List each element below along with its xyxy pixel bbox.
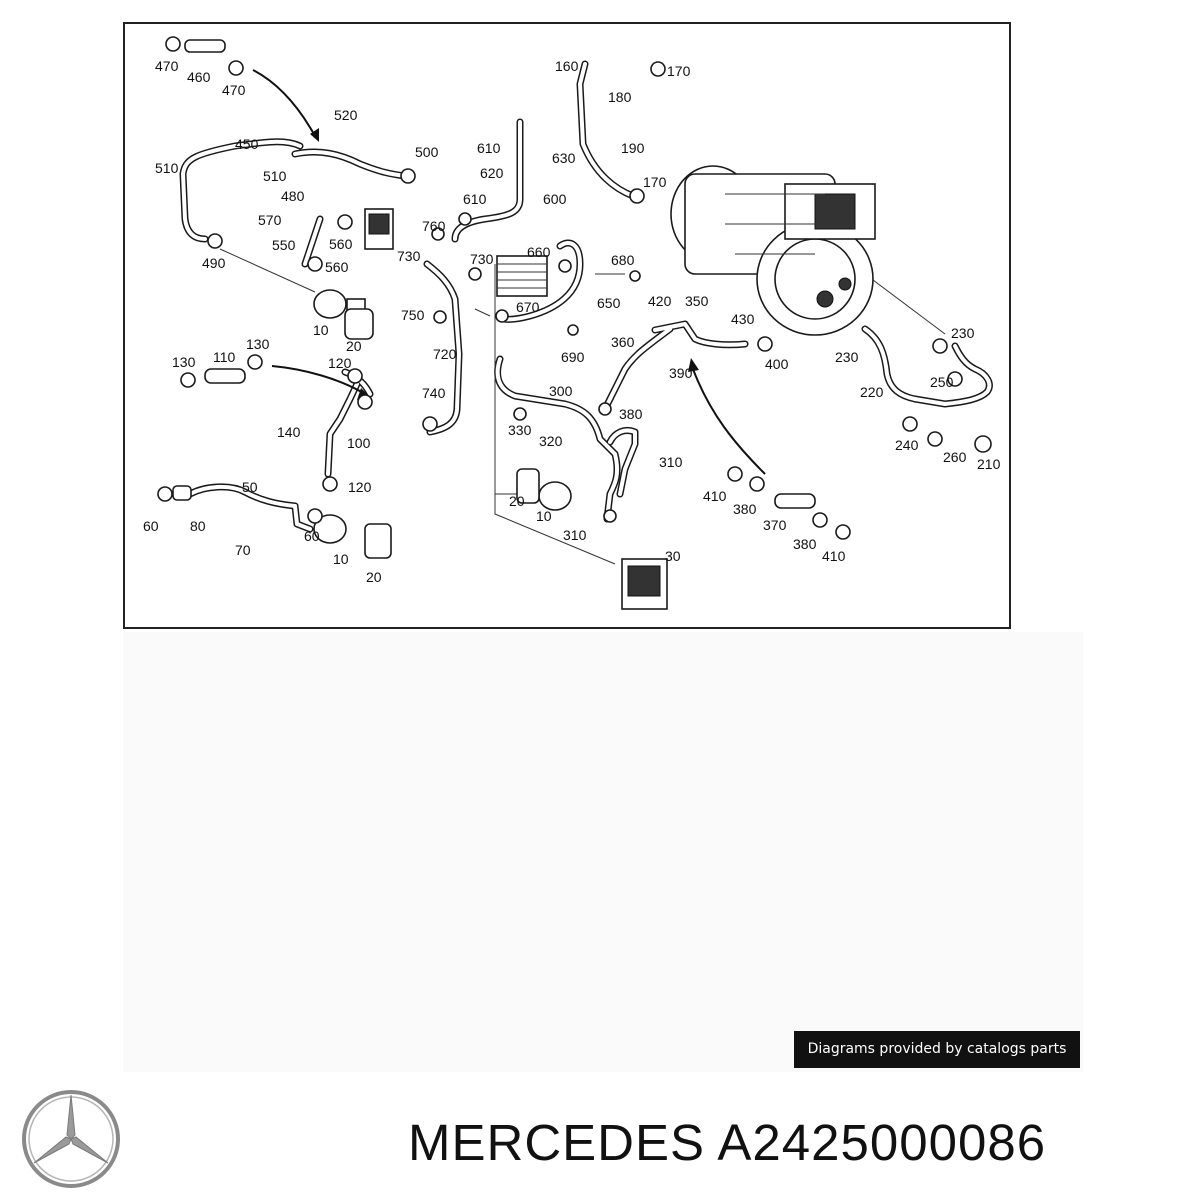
callout-680: 680 [611,252,635,268]
coolant-pump-2 [516,468,572,511]
callout-730: 730 [470,251,494,267]
callout-570: 570 [258,212,282,228]
oil-cooler [496,255,548,297]
callout-250: 250 [930,374,954,390]
callout-650: 650 [597,295,621,311]
callout-720: 720 [433,346,457,362]
callout-260: 260 [943,449,967,465]
callout-10: 10 [313,322,329,338]
callout-730: 730 [397,248,421,264]
callout-130: 130 [246,336,270,352]
callout-370: 370 [763,517,787,533]
callout-660: 660 [527,244,551,260]
callout-410: 410 [822,548,846,564]
callout-240: 240 [895,437,919,453]
callout-500: 500 [415,144,439,160]
callout-560: 560 [329,236,353,252]
callout-490: 490 [202,255,226,271]
callout-550: 550 [272,237,296,253]
callout-300: 300 [549,383,573,399]
mercedes-star-icon [22,1090,120,1188]
callout-100: 100 [347,435,371,451]
diagram-credit-banner: Diagrams provided by catalogs parts [794,1031,1080,1068]
watermark-background [123,632,1083,1072]
callout-180: 180 [608,89,632,105]
callout-510: 510 [155,160,179,176]
valve-unit [364,208,394,250]
callout-170: 170 [643,174,667,190]
callout-390: 390 [669,365,693,381]
callout-450: 450 [235,136,259,152]
callout-670: 670 [516,299,540,315]
coolant-pump-3 [313,514,392,559]
callout-470: 470 [222,82,246,98]
callout-230: 230 [835,349,859,365]
callout-10: 10 [536,508,552,524]
callout-360: 360 [611,334,635,350]
callout-30: 30 [665,548,681,564]
part-number-title: MERCEDES A2425000086 [408,1114,1047,1171]
electric-motor [670,165,876,336]
callout-210: 210 [977,456,1001,472]
callout-20: 20 [346,338,362,354]
callout-80: 80 [190,518,206,534]
callout-380: 380 [793,536,817,552]
callout-410: 410 [703,488,727,504]
callout-160: 160 [555,58,579,74]
callout-400: 400 [765,356,789,372]
callout-470: 470 [155,58,179,74]
callout-610: 610 [477,140,501,156]
callout-620: 620 [480,165,504,181]
callout-350: 350 [685,293,709,309]
callout-60: 60 [143,518,159,534]
callout-20: 20 [366,569,382,585]
callout-310: 310 [563,527,587,543]
callout-20: 20 [509,493,525,509]
callout-600: 600 [543,191,567,207]
parts-diagram: 470 460 470 520 450 500 510 510 480 570 … [123,22,1011,629]
callout-220: 220 [860,384,884,400]
callout-120: 120 [348,479,372,495]
callout-690: 690 [561,349,585,365]
callout-380: 380 [619,406,643,422]
hose-clamps [157,36,992,540]
callout-170: 170 [667,63,691,79]
callout-140: 140 [277,424,301,440]
callout-230: 230 [951,325,975,341]
callout-120: 120 [328,355,352,371]
callout-420: 420 [648,293,672,309]
callout-460: 460 [187,69,211,85]
heater-unit [621,558,668,610]
callout-630: 630 [552,150,576,166]
callout-70: 70 [235,542,251,558]
callout-10: 10 [333,551,349,567]
callout-520: 520 [334,107,358,123]
callout-130: 130 [172,354,196,370]
callout-310: 310 [659,454,683,470]
callout-50: 50 [242,479,258,495]
callout-380: 380 [733,501,757,517]
callout-740: 740 [422,385,446,401]
coolant-pump-1 [313,289,374,340]
callout-60: 60 [304,528,320,544]
callout-760: 760 [422,218,446,234]
callout-430: 430 [731,311,755,327]
part-callouts: 470 460 470 520 450 500 510 510 480 570 … [143,58,1001,585]
coolant-hose-diagram: 470 460 470 520 450 500 510 510 480 570 … [143,36,1001,610]
callout-750: 750 [401,307,425,323]
callout-320: 320 [539,433,563,449]
callout-330: 330 [508,422,532,438]
callout-110: 110 [213,349,236,365]
hose-cores [181,62,992,531]
callout-510: 510 [263,168,287,184]
callout-610: 610 [463,191,487,207]
callout-190: 190 [621,140,645,156]
callout-560: 560 [325,259,349,275]
callout-480: 480 [281,188,305,204]
